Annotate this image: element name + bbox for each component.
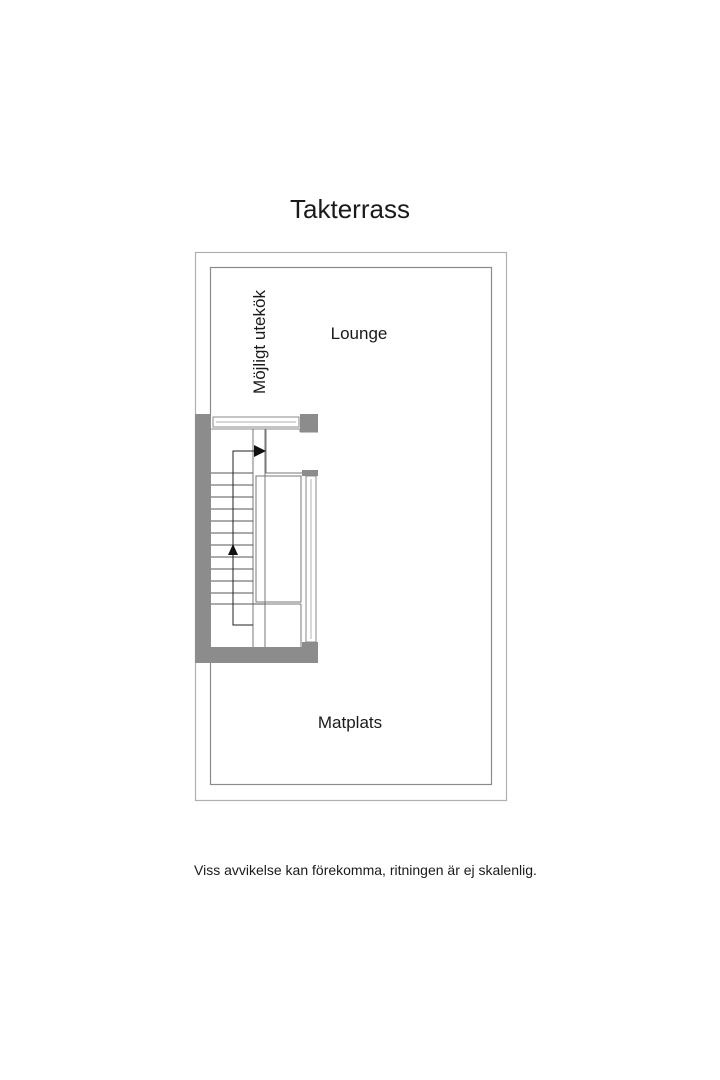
plan-title: Takterrass bbox=[290, 194, 410, 224]
stair-steps bbox=[211, 472, 265, 605]
stair-direction-arrow bbox=[228, 445, 266, 626]
disclaimer-text: Viss avvikelse kan förekomma, ritningen … bbox=[194, 862, 537, 878]
room-label-matplats: Matplats bbox=[318, 713, 382, 732]
room-label-lounge: Lounge bbox=[331, 324, 388, 343]
room-label-utekok: Möjligt utekök bbox=[250, 290, 269, 394]
stairwell bbox=[195, 414, 318, 663]
